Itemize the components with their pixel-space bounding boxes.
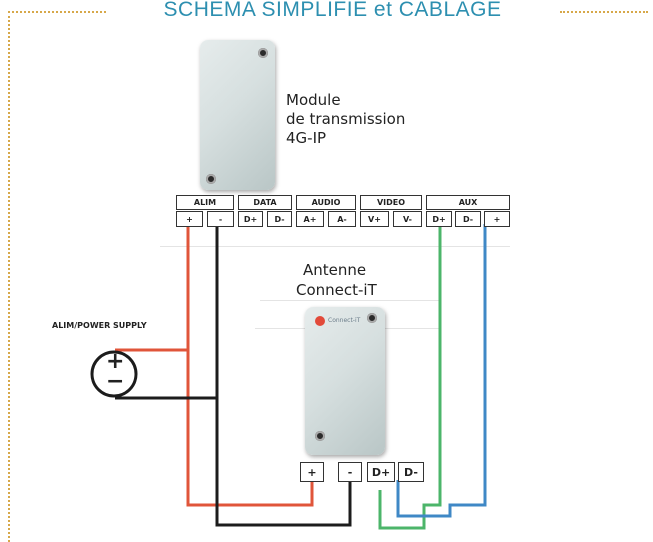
background-line [160, 246, 510, 247]
group-header-alim: ALIM [176, 195, 234, 210]
group-header-data: DATA [238, 195, 292, 210]
pin-audio-minus: A- [328, 211, 356, 227]
pin-alim-minus: - [207, 211, 234, 227]
pin-video-minus: V- [393, 211, 422, 227]
screw-icon [315, 431, 325, 441]
antenna-device: Connect-iT [305, 307, 385, 455]
power-plus-sign: + [106, 349, 125, 374]
antenna-pin-d-plus: D+ [367, 462, 395, 482]
screw-icon [206, 174, 216, 184]
wire-positive-antenna [186, 350, 314, 507]
group-header-audio: AUDIO [296, 195, 356, 210]
pin-aux-d-plus: D+ [426, 211, 452, 227]
wire-data-minus [396, 224, 487, 518]
antenna-brand-logo: Connect-iT [328, 317, 361, 324]
pin-data-minus: D- [267, 211, 292, 227]
module-label-line1: Module [286, 91, 341, 109]
antenna-pin-d-minus: D- [398, 462, 424, 482]
background-line [260, 300, 440, 301]
antenna-pin-plus: + [300, 462, 324, 482]
wire-positive-supply [115, 224, 190, 352]
antenna-label-line2: Connect-iT [296, 281, 377, 299]
pin-aux-d-minus: D- [455, 211, 481, 227]
power-supply-symbol [90, 350, 138, 398]
group-header-video: VIDEO [360, 195, 422, 210]
status-led-icon [315, 316, 325, 326]
screw-icon [367, 313, 377, 323]
diagram-title: SCHÉMA SIMPLIFIÉ et CÂBLAGE [163, 0, 502, 21]
screw-icon [258, 48, 268, 58]
power-minus-sign: − [106, 369, 125, 394]
pin-aux-plus: + [484, 211, 510, 227]
wire-negative-antenna [215, 398, 352, 527]
module-label-line2: de transmission [286, 110, 406, 128]
frame-top-left [8, 11, 106, 13]
power-supply-label: ALIM/POWER SUPPLY [52, 321, 147, 330]
pin-data-plus: D+ [238, 211, 263, 227]
group-header-aux: AUX [426, 195, 510, 210]
pin-audio-plus: A+ [296, 211, 324, 227]
frame-left [8, 11, 10, 542]
pin-alim-plus: + [176, 211, 203, 227]
pin-video-plus: V+ [360, 211, 389, 227]
wire-data-plus [378, 224, 442, 530]
transmission-module [200, 40, 275, 190]
frame-top-right [560, 11, 648, 13]
antenna-label-line1: Antenne [303, 261, 367, 279]
antenna-pin-minus: - [338, 462, 362, 482]
module-label-line3: 4G-IP [286, 129, 327, 147]
